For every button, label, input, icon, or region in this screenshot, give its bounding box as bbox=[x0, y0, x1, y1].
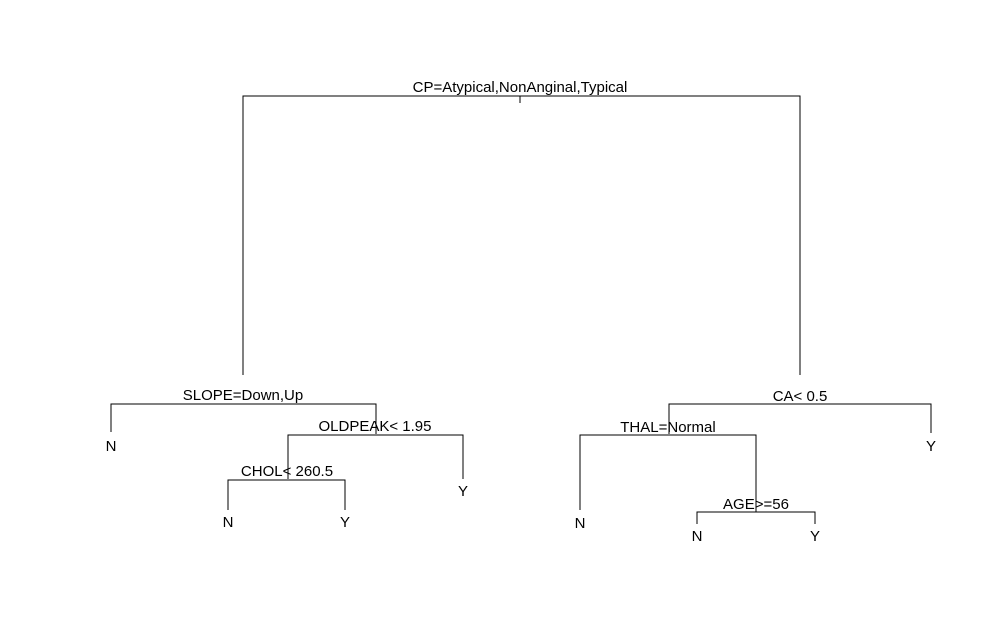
leaf-thal-left: N bbox=[575, 515, 586, 532]
split-label-chol: CHOL< 260.5 bbox=[241, 463, 333, 480]
split-label-oldpeak: OLDPEAK< 1.95 bbox=[319, 418, 432, 435]
leaf-slope-left: N bbox=[106, 438, 117, 455]
leaf-age-right: Y bbox=[810, 528, 820, 545]
leaf-chol-left: N bbox=[223, 514, 234, 531]
leaf-ca-right: Y bbox=[926, 438, 936, 455]
edge-root bbox=[242, 95, 801, 375]
split-label-age: AGE>=56 bbox=[723, 496, 789, 513]
edge-ca bbox=[668, 403, 932, 434]
edge-age bbox=[696, 511, 816, 524]
leaf-oldpeak-right: Y bbox=[458, 483, 468, 500]
edge-slope bbox=[110, 403, 377, 434]
split-label-slope: SLOPE=Down,Up bbox=[183, 387, 303, 404]
split-label-thal: THAL=Normal bbox=[620, 419, 715, 436]
leaf-chol-right: Y bbox=[340, 514, 350, 531]
split-label-ca: CA< 0.5 bbox=[773, 388, 828, 405]
edge-thal bbox=[579, 434, 757, 512]
edge-oldpeak bbox=[287, 434, 464, 479]
split-label-cp: CP=Atypical,NonAnginal,Typical bbox=[413, 79, 628, 96]
edge-chol bbox=[227, 479, 346, 510]
leaf-age-left: N bbox=[692, 528, 703, 545]
